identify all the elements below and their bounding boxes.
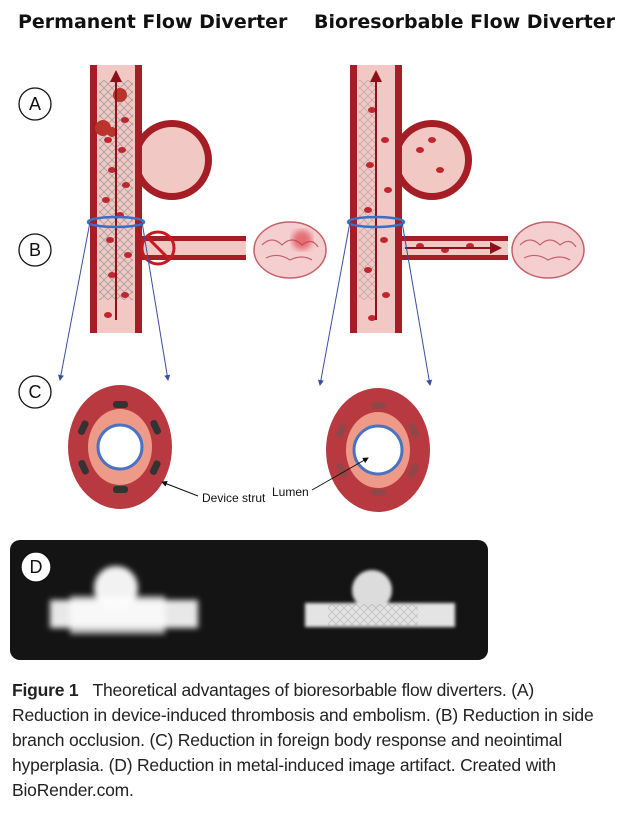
brain-icon (253, 221, 327, 279)
svg-text:B: B (29, 240, 41, 260)
label-b: B (18, 233, 52, 267)
title-bioresorbable: Bioresorbable Flow Diverter (314, 11, 616, 33)
device-strut (77, 401, 162, 493)
svg-text:D: D (30, 557, 43, 577)
figure: Permanent Flow Diverter Bioresorbable Fl… (10, 11, 616, 660)
brain-icon (511, 221, 585, 279)
ring (86, 215, 146, 229)
svg-text:C: C (29, 382, 42, 402)
svg-text:A: A (29, 94, 41, 114)
cross-section-permanent (68, 385, 172, 509)
caption-text: Theoretical advantages of bioresorbable … (12, 680, 594, 800)
annotation-device-strut: Device strut (202, 491, 266, 505)
artifact-permanent (50, 566, 198, 634)
bioresorbable-vessel (317, 65, 508, 386)
cross-section-bioresorbable (326, 388, 430, 512)
panel-d: D (10, 540, 488, 660)
permanent-vessel (57, 65, 246, 381)
annotation-lumen: Lumen (272, 485, 309, 499)
title-permanent: Permanent Flow Diverter (18, 11, 288, 33)
caption-label: Figure 1 (12, 680, 79, 700)
label-c: C (18, 375, 52, 409)
artifact-bioresorbable (305, 570, 455, 627)
label-a: A (18, 87, 52, 121)
no-entry-icon (140, 230, 176, 266)
